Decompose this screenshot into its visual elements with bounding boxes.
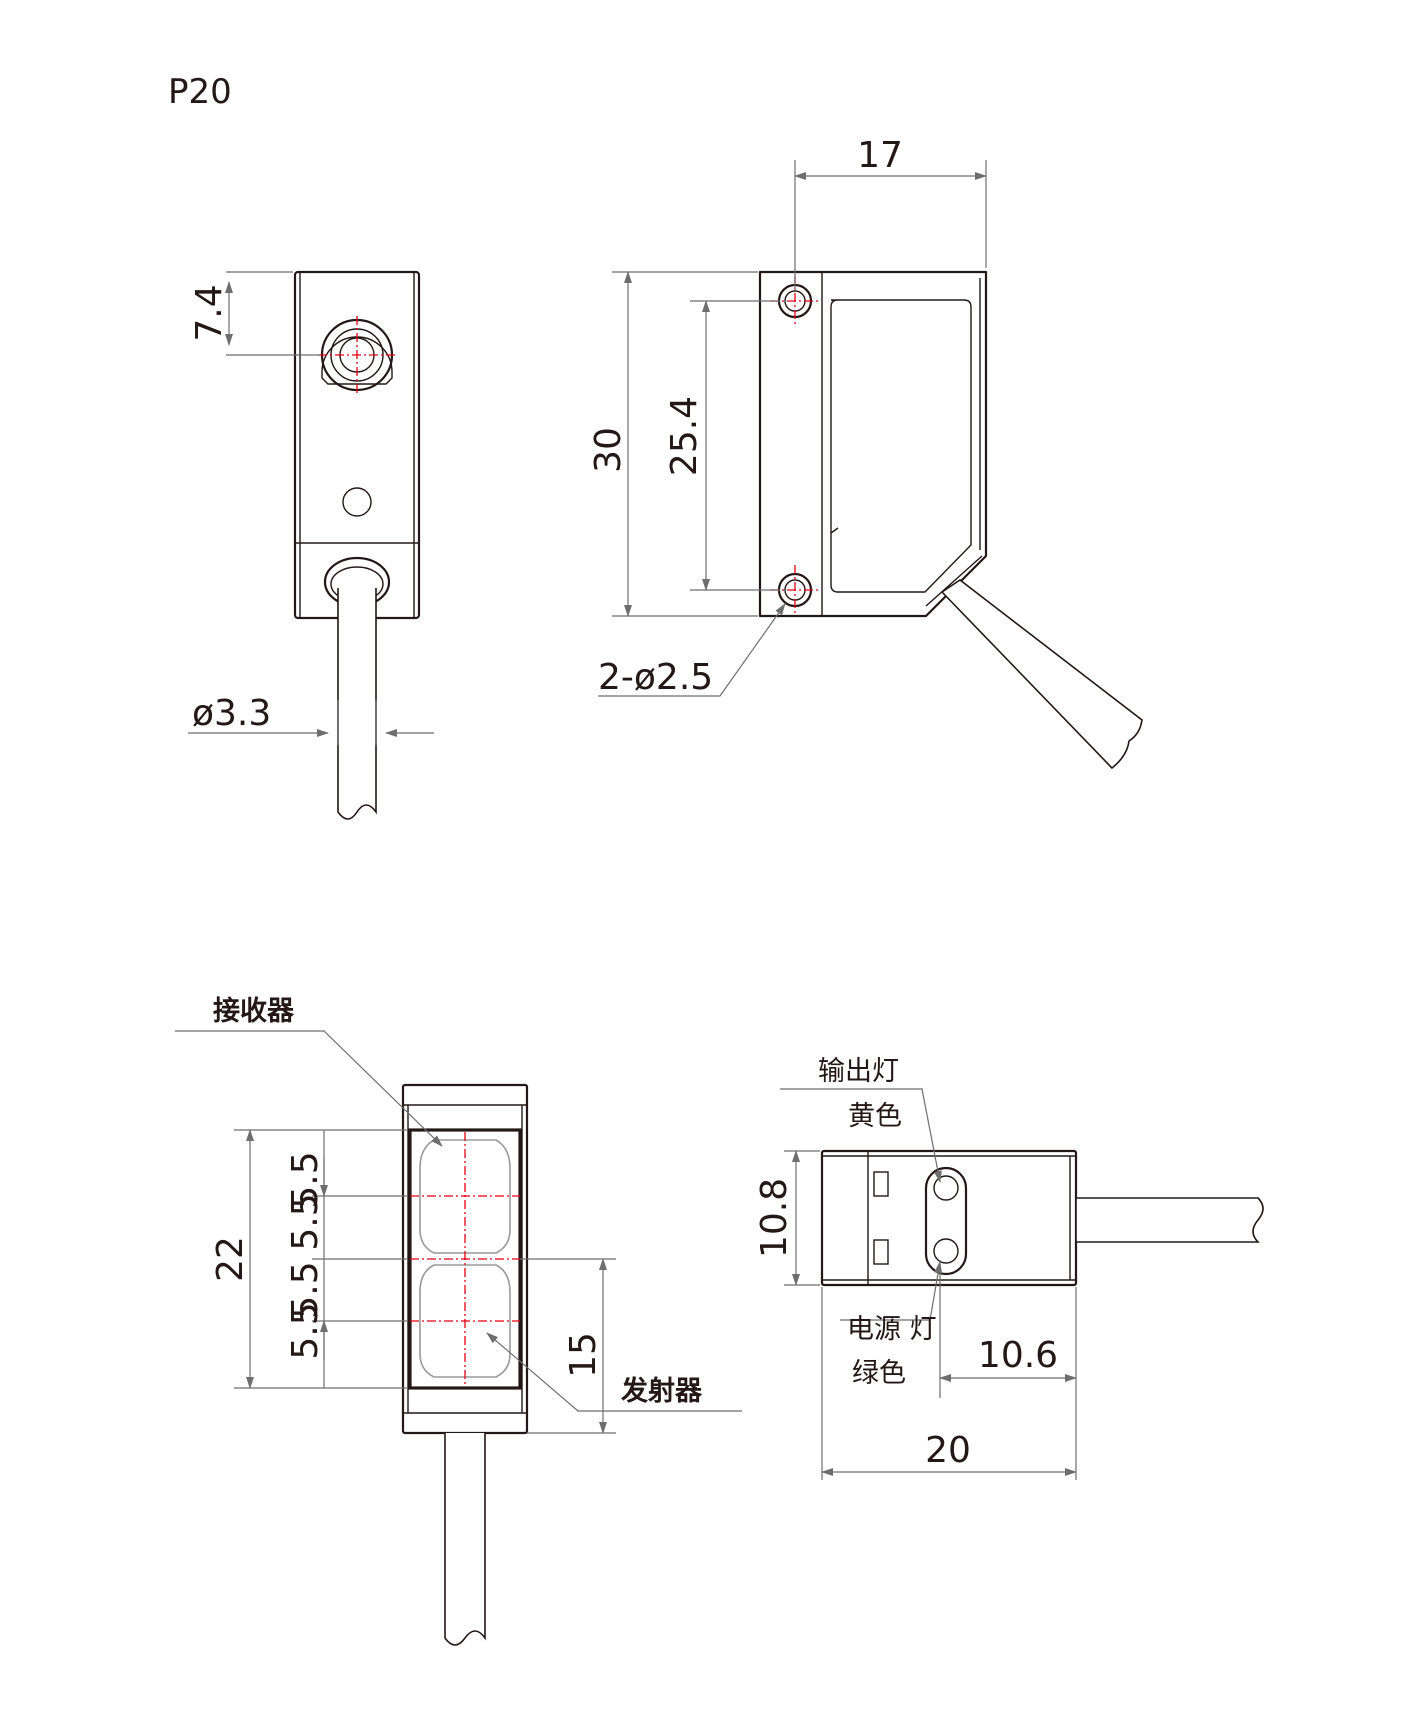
- view-rear: 7.4 ø3.3: [188, 270, 434, 820]
- label-receiver: 接收器: [213, 996, 295, 1027]
- dim-lens-55-a: 5.5: [285, 1193, 326, 1250]
- dim-cable-diameter: ø3.3: [192, 693, 271, 734]
- label-output-color: 黄色: [848, 1101, 902, 1132]
- dim-lens-55-b: 5.5: [285, 1151, 326, 1208]
- view-front: 22 5.5 5.5 5.5 5.5 15 接收器 发射器: [175, 996, 742, 1646]
- label-emitter: 发射器: [620, 1375, 703, 1407]
- dim-lens-22: 22: [210, 1236, 251, 1282]
- dim-height-30: 30: [588, 427, 629, 473]
- label-power-color: 绿色: [852, 1358, 906, 1389]
- dim-side-106: 10.6: [978, 1335, 1058, 1376]
- dim-side-108: 10.8: [754, 1178, 795, 1258]
- dim-lens-55-c: 5.5: [285, 1261, 326, 1318]
- dim-lens-15: 15: [563, 1332, 604, 1378]
- dim-side-20: 20: [925, 1430, 971, 1471]
- dim-lens-55-d: 5.5: [285, 1302, 326, 1359]
- dim-hole-pitch: 25.4: [664, 396, 705, 476]
- dim-mount-offset: 7.4: [189, 284, 230, 341]
- label-output-led: 输出灯: [818, 1056, 899, 1087]
- dim-holes: 2-ø2.5: [598, 657, 713, 698]
- label-power-led: 电源 灯: [847, 1314, 937, 1345]
- dim-width-17: 17: [857, 135, 903, 176]
- drawing-title: P20: [168, 72, 232, 112]
- view-top: 10.8 10.6 20 输出灯 黄色 电源 灯 绿色: [754, 1056, 1264, 1480]
- view-side: 17 30 25.4 2-ø2.5: [588, 135, 1143, 770]
